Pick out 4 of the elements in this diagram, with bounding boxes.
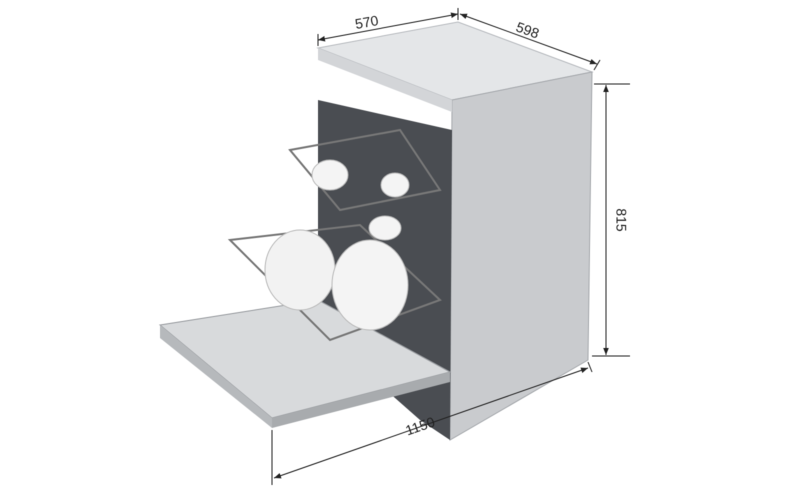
dimension-label: 815: [614, 208, 630, 232]
dimension-label: 570: [354, 12, 380, 32]
dimension-label: 598: [514, 18, 542, 42]
dimension-label: 1150: [403, 414, 437, 438]
